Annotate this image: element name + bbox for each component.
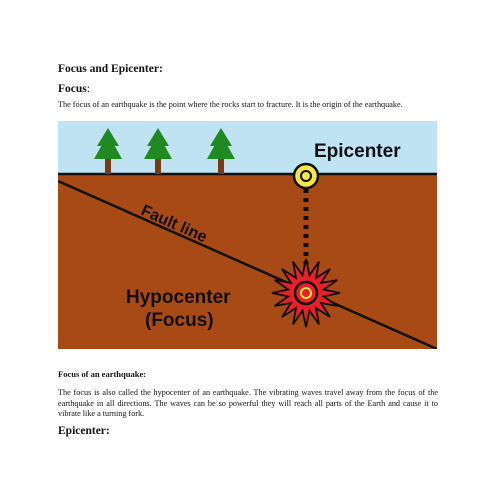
epicenter-heading: Epicenter: bbox=[58, 425, 110, 437]
epicenter-label: Epicenter bbox=[314, 141, 401, 162]
tree-3 bbox=[207, 128, 235, 174]
fault-line bbox=[58, 179, 437, 349]
focus-epicenter-diagram: Epicenter Fault line Hypocenter (Focus) bbox=[58, 121, 437, 349]
diagram-svg: Epicenter Fault line Hypocenter (Focus) bbox=[58, 121, 437, 349]
focus-heading-text: Focus bbox=[58, 83, 87, 95]
focus-burst bbox=[271, 258, 341, 328]
focus-paragraph: The focus of an earthquake is the point … bbox=[58, 100, 403, 109]
epicenter-marker bbox=[292, 162, 320, 190]
earthquake-focus-paragraph: The focus is also called the hypocenter … bbox=[58, 388, 438, 418]
hypocenter-label: Hypocenter bbox=[126, 287, 231, 308]
focus-heading: Focus: bbox=[58, 83, 90, 95]
earthquake-focus-heading: Focus of an earthquake: bbox=[58, 369, 147, 379]
page-title: Focus and Epicenter: bbox=[58, 63, 163, 75]
tree-2 bbox=[144, 128, 172, 174]
focus-label: (Focus) bbox=[145, 310, 214, 331]
sky bbox=[58, 121, 437, 174]
tree-1 bbox=[94, 128, 122, 174]
focus-heading-colon: : bbox=[86, 83, 90, 95]
